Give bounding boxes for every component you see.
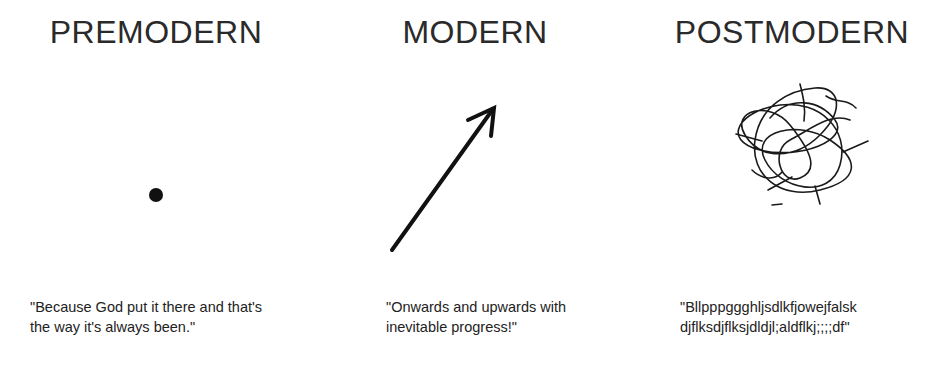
era-quote: "Onwards and upwards with inevitable pro… <box>386 298 571 337</box>
premodern-dot <box>149 188 163 202</box>
era-quote: "Because God put it there and that's the… <box>30 298 270 337</box>
era-heading: POSTMODERN <box>642 14 942 51</box>
era-heading: PREMODERN <box>6 14 306 51</box>
modern-arrow <box>392 108 494 250</box>
era-quote: "Bllpppggghljsdlkfjowejfalsk djflksdjflk… <box>680 298 935 337</box>
postmodern-scribble <box>736 84 868 205</box>
era-heading: MODERN <box>325 14 625 51</box>
